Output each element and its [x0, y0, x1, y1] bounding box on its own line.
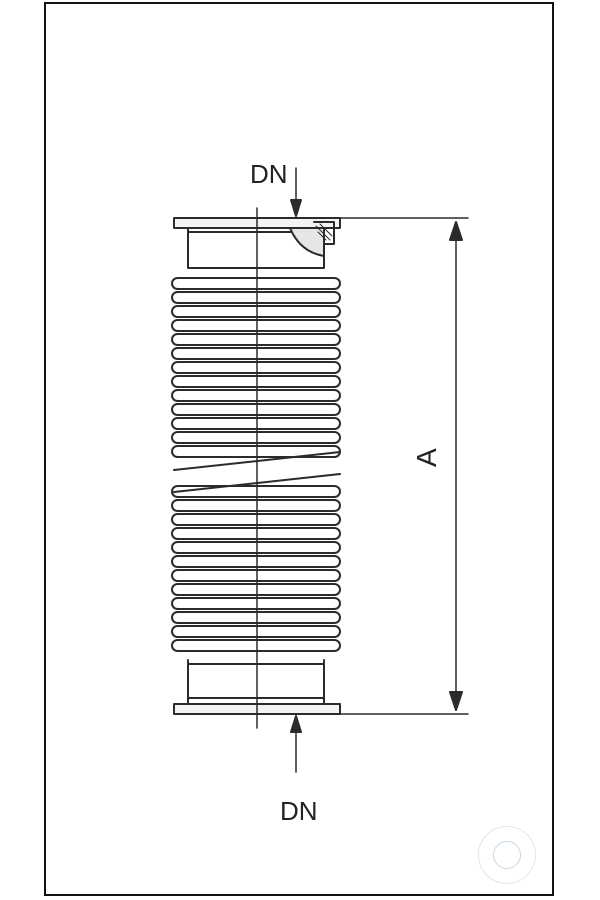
convolution — [171, 625, 341, 638]
convolution — [171, 375, 341, 388]
dn-arrow-bottom-head — [290, 715, 302, 733]
convolution — [171, 485, 341, 498]
convolution — [171, 431, 341, 444]
convolution — [171, 555, 341, 568]
convolution — [171, 597, 341, 610]
dn-label-bottom: DN — [280, 796, 318, 826]
convolution — [171, 611, 341, 624]
convolution — [171, 305, 341, 318]
convolution — [171, 361, 341, 374]
convolution — [171, 583, 341, 596]
bellows-convolutions — [171, 277, 341, 652]
convolution — [171, 291, 341, 304]
convolution — [171, 417, 341, 430]
dimension-arrow-bottom — [449, 691, 463, 711]
convolution — [171, 499, 341, 512]
convolution — [171, 513, 341, 526]
dimension-arrow-top — [449, 221, 463, 241]
convolution — [171, 527, 341, 540]
convolution — [171, 277, 341, 290]
top-cutaway — [289, 227, 325, 257]
convolution — [171, 389, 341, 402]
logo-seal-icon — [478, 826, 536, 884]
dimension-label-a: A — [411, 448, 442, 467]
dn-label-top: DN — [250, 159, 288, 189]
convolution — [171, 319, 341, 332]
convolution — [171, 403, 341, 416]
dn-arrow-top-head — [290, 199, 302, 217]
convolution — [171, 347, 341, 360]
drawing-frame — [44, 2, 554, 896]
convolution — [171, 639, 341, 652]
convolution — [171, 569, 341, 582]
bottom-collar — [187, 659, 325, 705]
convolution — [171, 333, 341, 346]
convolution — [171, 541, 341, 554]
top-collar — [187, 227, 325, 269]
